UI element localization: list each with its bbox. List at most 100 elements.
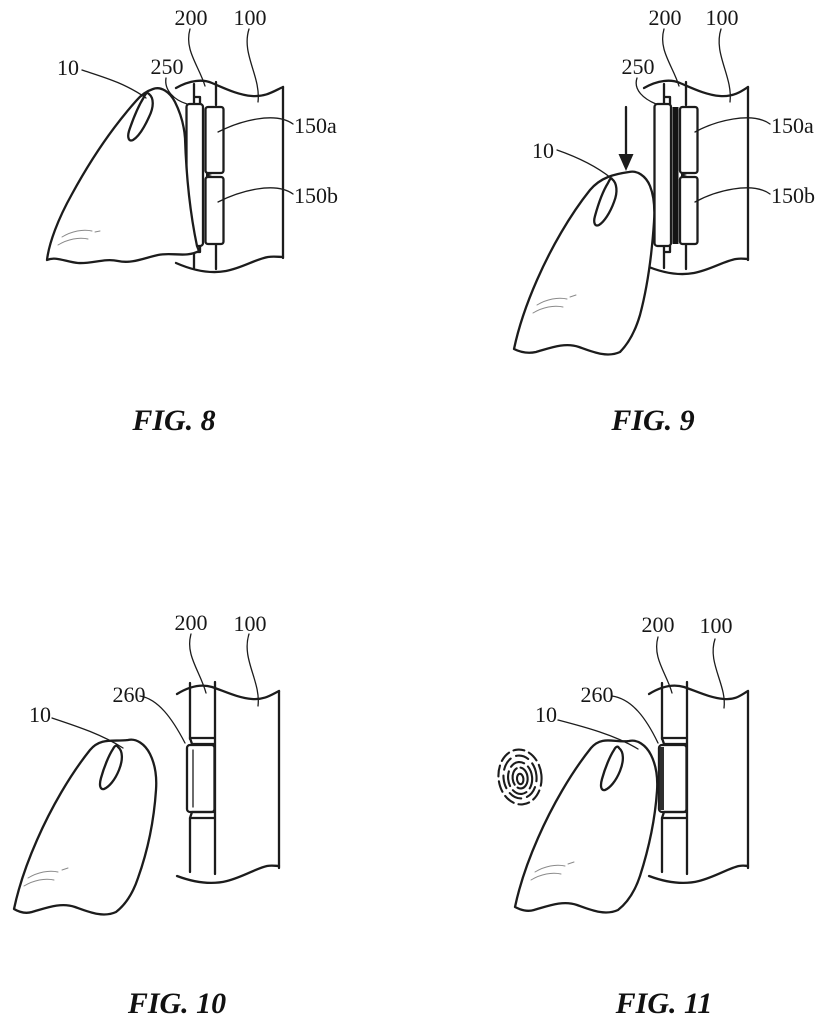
sensor-recess <box>185 743 216 814</box>
leader-100 <box>246 633 259 707</box>
housing-bottom-break-line <box>642 257 750 276</box>
recess-bottom-step <box>660 810 688 820</box>
ref-label-finger: 10 <box>535 702 557 727</box>
ref-label-frame: 200 <box>649 5 682 30</box>
leader-260 <box>611 695 659 744</box>
recess-top-step <box>188 736 216 746</box>
leader-10 <box>556 149 612 179</box>
frame-bottom-stub <box>192 242 218 271</box>
fingerprint-core <box>515 772 525 786</box>
ref-label-housing: 100 <box>234 611 267 636</box>
finger <box>512 170 656 356</box>
leader-200 <box>189 633 207 694</box>
housing-top-break-line <box>647 684 750 701</box>
housing-bottom-break-line <box>647 864 750 884</box>
fingerprint-ring-4 <box>502 754 538 800</box>
leader-lines <box>557 636 725 750</box>
housing-top-break-line <box>175 684 281 701</box>
frame-top-stub <box>662 80 688 107</box>
knuckle-creases <box>532 294 577 314</box>
leader-150b <box>217 187 294 203</box>
ref-label-button: 250 <box>622 54 655 79</box>
switch-b <box>678 175 699 246</box>
ref-label-frame: 200 <box>175 610 208 635</box>
finger-outline <box>45 87 201 265</box>
leader-150b <box>694 187 771 203</box>
finger-outline <box>513 739 659 914</box>
switch-a <box>204 105 225 175</box>
knuckle-creases <box>530 861 575 881</box>
leader-10 <box>557 719 639 750</box>
leader-150a <box>694 117 771 133</box>
device-side-view <box>647 680 750 884</box>
side-button-pressed <box>653 102 673 248</box>
recess-top-step <box>660 736 688 746</box>
fingerprint-ring-2 <box>511 766 529 790</box>
finger-outline <box>512 170 656 356</box>
ref-label-housing: 100 <box>234 5 267 30</box>
leader-200 <box>662 28 680 87</box>
frame-bottom-stub <box>662 242 688 271</box>
ref-label-switch-a: 150a <box>771 113 814 138</box>
housing-bottom-break-line <box>175 864 281 884</box>
ref-label-frame: 200 <box>175 5 208 30</box>
fingerprint-ring-outer <box>497 748 543 806</box>
finger-outline <box>12 738 158 916</box>
leader-lines <box>51 633 259 749</box>
leader-100 <box>246 28 259 103</box>
frame-top-stub <box>192 80 218 107</box>
leader-10 <box>81 69 147 99</box>
arrow-head <box>618 154 634 171</box>
figure-9: 200 100 250 10 150a 150b FIG. 9 <box>512 5 815 437</box>
switch-gap-tab <box>206 173 212 177</box>
ref-label-switch-b: 150b <box>294 183 338 208</box>
fingerprint-ring-3 <box>507 760 534 796</box>
fingernail <box>599 745 625 792</box>
ref-label-recess: 260 <box>113 682 146 707</box>
knuckle-creases <box>23 867 69 887</box>
fingernail <box>98 744 124 791</box>
leader-250 <box>635 77 657 105</box>
leader-lines <box>81 28 294 203</box>
ref-label-housing: 100 <box>700 613 733 638</box>
device-side-view <box>642 79 750 276</box>
ref-label-button: 250 <box>151 54 184 79</box>
fingernail <box>127 91 154 142</box>
leader-200 <box>656 636 673 694</box>
device-side-view <box>174 79 285 274</box>
leader-100 <box>718 28 731 103</box>
leader-250 <box>165 77 188 105</box>
figure-caption: FIG. 10 <box>127 987 226 1020</box>
finger <box>513 739 659 914</box>
fingernail <box>593 177 618 227</box>
leader-200 <box>188 28 206 87</box>
switch-gap-tab <box>681 173 687 177</box>
ref-label-frame: 200 <box>642 612 675 637</box>
ref-label-finger: 10 <box>29 702 51 727</box>
figure-caption: FIG. 9 <box>610 404 694 437</box>
device-side-view <box>175 680 281 884</box>
knuckle-creases <box>57 229 101 246</box>
ref-label-recess: 260 <box>581 682 614 707</box>
figure-11: 200 100 260 10 FIG. 11 <box>497 612 750 1020</box>
press-down-arrow-icon <box>618 105 634 171</box>
ref-label-switch-b: 150b <box>771 183 815 208</box>
ref-label-finger: 10 <box>57 55 79 80</box>
leader-260 <box>139 695 186 744</box>
recess-bottom-step <box>188 810 216 820</box>
switch-a <box>678 105 699 175</box>
finger <box>45 87 201 265</box>
ref-label-housing: 100 <box>706 5 739 30</box>
leader-100 <box>712 638 725 709</box>
fingerprint-icon <box>497 748 543 806</box>
switch-b <box>204 175 225 246</box>
housing-top-break-line <box>642 79 750 98</box>
figure-caption: FIG. 11 <box>615 987 713 1020</box>
leader-150a <box>217 117 294 133</box>
sensing-contact-strip <box>659 747 664 810</box>
leader-10 <box>51 717 124 749</box>
leader-lines <box>556 28 771 203</box>
housing-bottom-break-line <box>174 255 285 274</box>
